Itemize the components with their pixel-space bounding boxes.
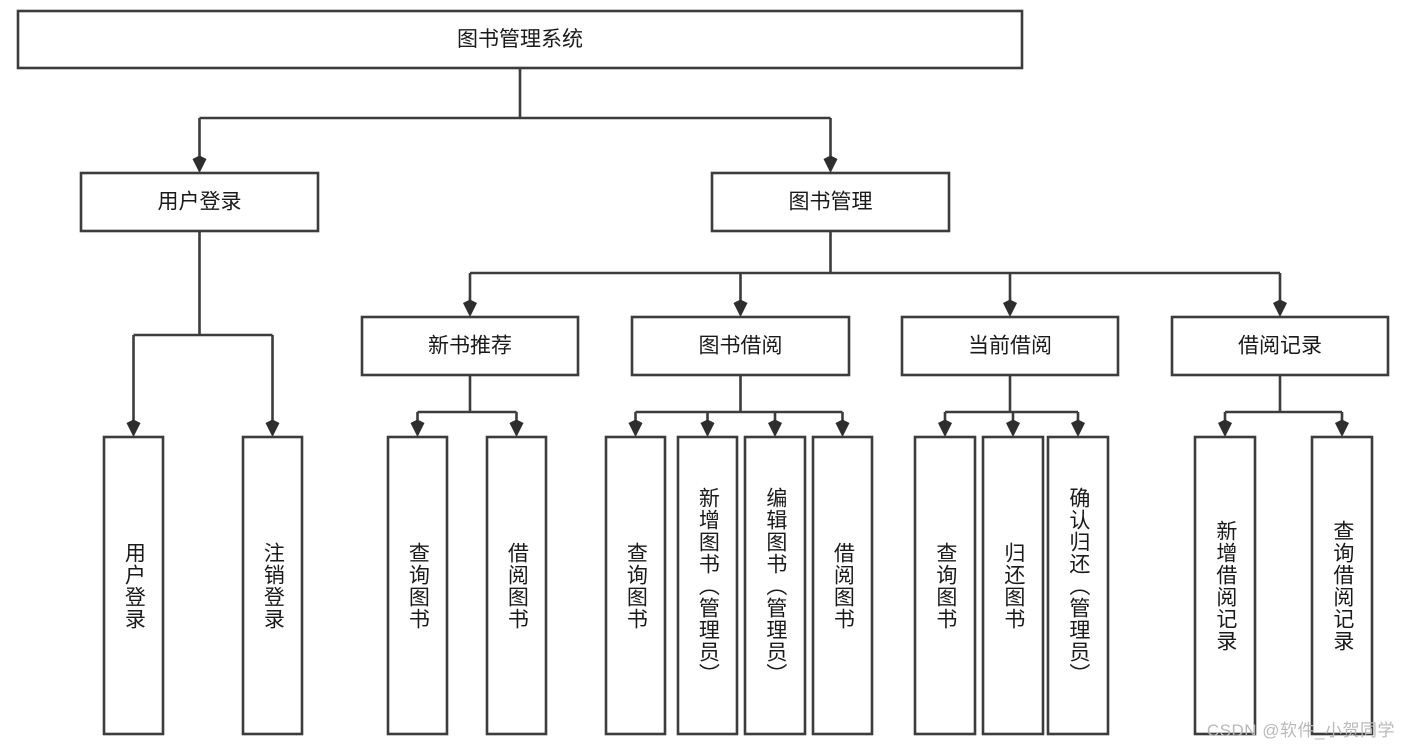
arrow-head-icon: [700, 419, 715, 437]
node-box-br-add-record[interactable]: [1193, 435, 1257, 736]
node-box-cb-confirm-ret[interactable]: [1046, 435, 1110, 736]
node-label-user-login: 用户登录: [158, 191, 242, 214]
arrow-head-icon: [192, 155, 207, 173]
arrow-head-icon: [1273, 299, 1287, 317]
arrow-head-icon: [628, 419, 643, 437]
node-box-nbr-query-book[interactable]: [386, 435, 449, 736]
node-box-book-borrow[interactable]: [630, 315, 851, 377]
node-box-new-book-recommend[interactable]: [360, 315, 580, 377]
node-box-bb-add-book[interactable]: [676, 435, 739, 736]
arrow-head-icon: [938, 419, 952, 437]
node-box-current-borrow[interactable]: [900, 315, 1120, 377]
arrow-head-icon: [509, 419, 524, 437]
csdn-watermark: CSDN @软件_小贺同学: [1206, 721, 1395, 740]
node-box-book-manage[interactable]: [710, 171, 951, 233]
node-box-user-login-do[interactable]: [102, 435, 165, 736]
node-box-cb-query-book[interactable]: [913, 435, 977, 736]
boxes-layer: [16, 9, 1390, 736]
node-box-user-logout[interactable]: [241, 435, 304, 736]
arrow-head-icon: [768, 419, 782, 437]
node-box-bb-borrow-book[interactable]: [811, 435, 874, 736]
node-box-br-query-record[interactable]: [1310, 435, 1374, 736]
node-label-root: 图书管理系统: [457, 28, 583, 51]
arrow-head-icon: [265, 419, 280, 437]
node-label-new-book-recommend: 新书推荐: [428, 335, 512, 358]
arrow-head-icon: [1006, 419, 1020, 437]
node-box-cb-return-book[interactable]: [981, 435, 1045, 736]
arrow-head-icon: [1218, 419, 1232, 437]
arrow-head-icon: [823, 155, 838, 173]
arrow-head-icon: [1071, 419, 1085, 437]
arrow-head-icon: [463, 299, 477, 317]
node-box-borrow-record[interactable]: [1170, 315, 1390, 377]
node-box-bb-edit-book[interactable]: [743, 435, 807, 736]
arrow-head-icon: [835, 419, 850, 437]
arrow-head-icon: [733, 299, 748, 317]
arrow-head-icon: [410, 419, 425, 437]
arrow-head-icon: [126, 419, 141, 437]
arrow-head-icon: [1335, 419, 1349, 437]
node-box-root[interactable]: [16, 9, 1024, 70]
node-box-bb-query-book[interactable]: [604, 435, 667, 736]
node-label-book-manage: 图书管理: [789, 191, 873, 214]
node-label-book-borrow: 图书借阅: [699, 335, 783, 358]
node-label-current-borrow: 当前借阅: [968, 335, 1052, 358]
node-label-borrow-record: 借阅记录: [1238, 335, 1322, 358]
arrow-head-icon: [1003, 299, 1017, 317]
node-box-nbr-borrow-book[interactable]: [485, 435, 548, 736]
node-box-user-login[interactable]: [79, 171, 320, 233]
connectors-layer: [126, 68, 1349, 437]
